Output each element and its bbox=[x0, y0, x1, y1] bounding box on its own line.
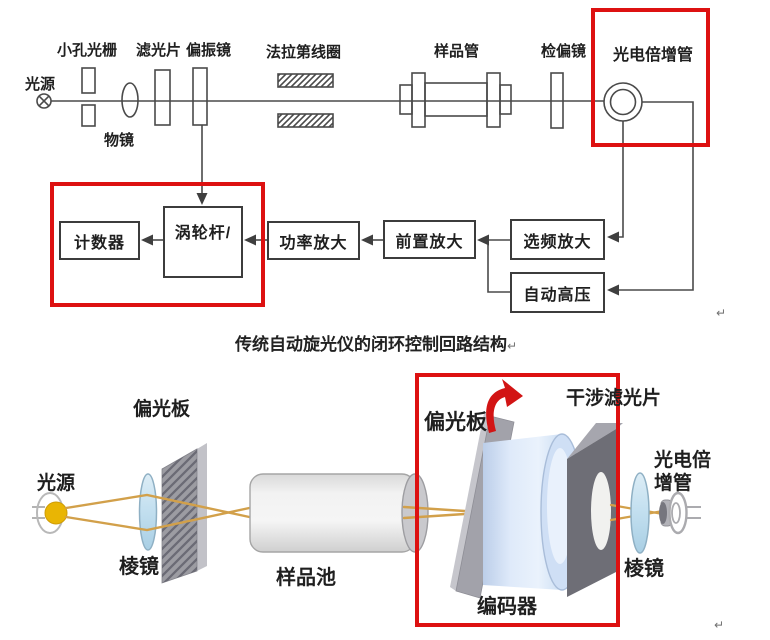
prism-lens-left bbox=[138, 473, 158, 551]
label-objective-lens: 物镜 bbox=[104, 132, 135, 149]
objective-lens-symbol bbox=[121, 82, 139, 118]
analyzer-symbol bbox=[550, 72, 564, 129]
light-source-symbol bbox=[36, 93, 52, 109]
highlight-box-encoder-assembly bbox=[415, 373, 620, 627]
label-prism-left: 棱镜 bbox=[119, 556, 159, 578]
faraday-coil-symbol bbox=[277, 73, 334, 128]
polarizer-plate-left bbox=[161, 443, 207, 584]
caption-paragraph-mark: ↵ bbox=[506, 339, 518, 353]
sample-tube-symbol bbox=[399, 72, 512, 128]
sample-cell-cylinder bbox=[249, 473, 429, 553]
highlight-box-photomultiplier bbox=[591, 8, 710, 147]
highlight-box-counter-turbine bbox=[50, 182, 265, 307]
prism-lens-right bbox=[630, 472, 650, 554]
flow-box-turbine-rod-label: 涡轮杆/ bbox=[174, 225, 232, 242]
label-interference-filter: 干涉滤光片 bbox=[566, 388, 662, 409]
label-sample-cell: 样品池 bbox=[276, 567, 336, 589]
label-polarizer-plate-right: 偏光板 bbox=[424, 411, 487, 434]
paragraph-mark-bottom-section: ↵ bbox=[714, 618, 725, 632]
label-polarizer-plate-left: 偏光板 bbox=[133, 399, 191, 420]
flow-box-auto-high-voltage-label: 自动高压 bbox=[523, 286, 592, 304]
flow-box-counter: 计数器 bbox=[59, 221, 140, 260]
label-light-source-bottom: 光源 bbox=[37, 473, 76, 494]
label-sample-tube: 样品管 bbox=[434, 43, 480, 60]
label-filter: 滤光片 bbox=[136, 42, 182, 59]
label-pinhole-grating: 小孔光栅 bbox=[57, 42, 118, 59]
arrowheads bbox=[141, 193, 619, 296]
flow-box-turbine-rod: 涡轮杆/ bbox=[163, 206, 243, 278]
filter-symbol bbox=[154, 69, 171, 126]
interference-filter-plate bbox=[567, 423, 623, 597]
flow-box-counter-label: 计数器 bbox=[73, 234, 125, 252]
flow-box-preamplifier: 前置放大 bbox=[383, 220, 476, 259]
label-light-source-top: 光源 bbox=[25, 76, 56, 93]
label-photomultiplier-top: 光电倍增管 bbox=[613, 47, 694, 64]
flow-box-frequency-selective-amplifier: 选频放大 bbox=[510, 219, 605, 260]
polarizer-symbol bbox=[192, 67, 208, 126]
pinhole-grating-symbol bbox=[81, 67, 96, 127]
label-photomultiplier-bottom-line1: 光电倍 bbox=[654, 450, 712, 471]
top-diagram-caption: 传统自动旋光仪的闭环控制回路结构↵ bbox=[141, 330, 611, 355]
light-bulb-icon bbox=[32, 492, 68, 534]
label-analyzer: 检偏镜 bbox=[541, 43, 587, 60]
label-photomultiplier-bottom-line2: 增管 bbox=[654, 473, 693, 494]
paragraph-mark-top-section: ↵ bbox=[716, 306, 727, 320]
label-encoder: 编码器 bbox=[477, 596, 537, 618]
flow-box-frequency-selective-amplifier-label: 选频放大 bbox=[523, 233, 592, 251]
flow-box-power-amplifier: 功率放大 bbox=[267, 221, 360, 260]
label-polarizer: 偏振镜 bbox=[186, 42, 232, 59]
flow-box-power-amplifier-label: 功率放大 bbox=[279, 234, 348, 252]
flow-box-auto-high-voltage: 自动高压 bbox=[510, 272, 605, 313]
top-diagram-art bbox=[36, 67, 694, 296]
light-rays-left bbox=[64, 493, 256, 532]
bottom-diagram-art bbox=[32, 379, 701, 599]
flow-box-preamplifier-label: 前置放大 bbox=[395, 233, 464, 251]
photomultiplier-icon bbox=[659, 491, 701, 535]
rotation-arrow-icon bbox=[486, 379, 523, 433]
encoder-cylinder bbox=[483, 433, 584, 591]
label-faraday-coil: 法拉第线圈 bbox=[266, 44, 342, 61]
caption-text: 传统自动旋光仪的闭环控制回路结构 bbox=[234, 335, 507, 354]
label-prism-right: 棱镜 bbox=[624, 558, 664, 580]
